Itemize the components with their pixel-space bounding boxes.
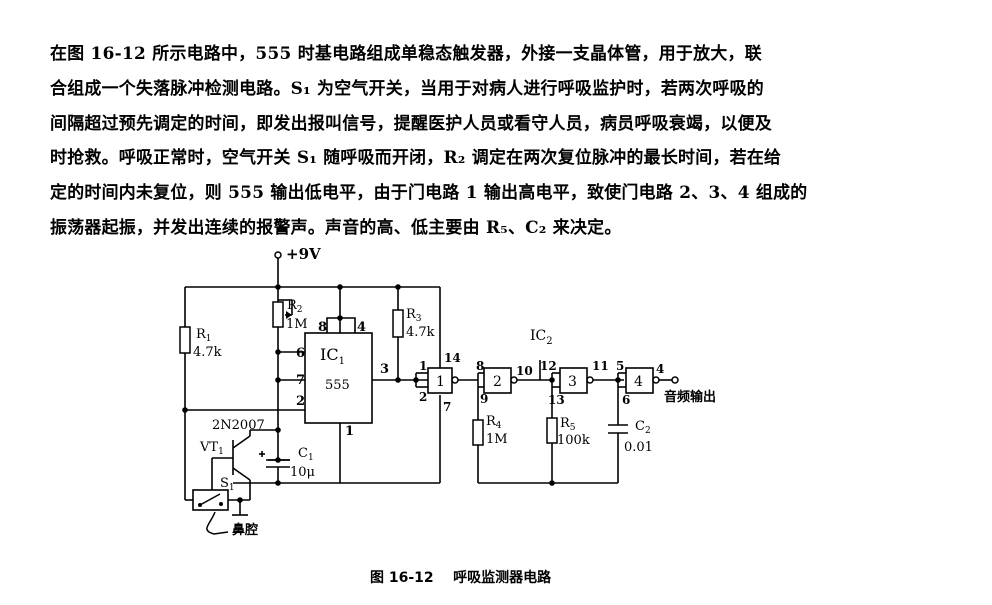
svg-text:6: 6	[622, 393, 630, 407]
supply-label: +9V	[286, 245, 321, 263]
supply-terminal	[274, 251, 282, 259]
ic1-555	[304, 332, 373, 424]
resistor-r4	[472, 419, 484, 446]
component-labels: R1 4.7k R2 1M R3 4.7k R4 1M R5 100k C1 1…	[193, 298, 653, 538]
r3-value: 4.7k	[406, 325, 435, 340]
gate-3-pins: 12 13 11	[540, 359, 609, 407]
gate-1-bubble	[451, 376, 459, 384]
gate-4-pins: 5 6 4	[616, 359, 664, 407]
r5-name: R5	[560, 416, 576, 433]
resistor-r3	[392, 309, 404, 338]
svg-text:14: 14	[444, 351, 461, 365]
gate-1	[427, 367, 453, 394]
svg-text:5: 5	[616, 359, 624, 373]
wires	[182, 258, 672, 516]
svg-text:1: 1	[419, 359, 427, 373]
gate-2-label: 2	[493, 374, 502, 390]
figure-title: 呼吸监测器电路	[453, 570, 552, 586]
paragraph-line: 时抢救。呼吸正常时，空气开关 S₁ 随呼吸而开闭，R₂ 调定在两次复位脉冲的最长…	[50, 147, 782, 168]
transistor-name: VT1	[199, 440, 224, 457]
c2-name: C2	[635, 419, 651, 436]
transistor-model: 2N2007	[212, 418, 265, 433]
svg-text:3: 3	[380, 362, 389, 377]
paragraph-line: 合组成一个失落脉冲检测电路。S₁ 为空气开关，当用于对病人进行呼吸监护时，若两次…	[50, 77, 764, 98]
gate-1-pins: 1 2 7 14	[419, 351, 461, 414]
figure-caption: 图 16-12 呼吸监测器电路	[370, 567, 551, 587]
switch-label: 鼻腔	[232, 522, 258, 538]
c1-name: C1	[298, 446, 314, 463]
output-label: 音频输出	[664, 389, 716, 405]
svg-text:8: 8	[318, 320, 327, 335]
gate-2-pins: 8 9 10	[476, 359, 533, 406]
description-paragraph: 在图 16-12 所示电路中，555 时基电路组成单稳态触发器，外接一支晶体管，…	[50, 36, 895, 245]
output-terminal	[671, 376, 679, 384]
resistor-r1	[179, 326, 191, 354]
gate-4-label: 4	[634, 374, 643, 390]
svg-text:11: 11	[592, 359, 609, 373]
svg-text:7: 7	[443, 400, 451, 414]
r4-name: R4	[486, 414, 502, 431]
svg-text:9: 9	[480, 392, 488, 406]
ic1-name: IC1	[320, 345, 345, 367]
svg-text:2: 2	[296, 394, 305, 409]
capacitor-c1	[259, 451, 290, 468]
svg-text:12: 12	[540, 359, 557, 373]
r3-name: R3	[406, 307, 422, 324]
svg-text:13: 13	[548, 393, 565, 407]
svg-text:1: 1	[345, 424, 354, 439]
svg-text:7: 7	[296, 373, 305, 388]
c2-value: 0.01	[624, 440, 653, 455]
gate-3-label: 3	[568, 374, 577, 390]
gate-4	[625, 367, 654, 394]
potentiometer-r2	[272, 301, 284, 328]
svg-text:2: 2	[419, 390, 427, 404]
ic1-chip: 555	[325, 378, 350, 393]
svg-text:4: 4	[656, 362, 664, 376]
r5-value: 100k	[557, 433, 590, 448]
paragraph-line: 振荡器起振，并发出连续的报警声。声音的高、低主要由 R₅、C₂ 来决定。	[50, 216, 622, 237]
gate-1-label: 1	[436, 374, 445, 390]
paragraph-line: 定的时间内未复位，则 555 输出低电平，由于门电路 1 输出高电平，致使门电路…	[50, 182, 808, 203]
svg-text:10: 10	[516, 364, 533, 378]
gate-3	[559, 367, 588, 394]
paragraph-line: 在图 16-12 所示电路中，555 时基电路组成单稳态触发器，外接一支晶体管，…	[50, 43, 762, 63]
resistor-r5	[546, 417, 558, 444]
svg-text:8: 8	[476, 359, 484, 373]
gate-2-bubble	[510, 376, 518, 384]
paragraph-line: 间隔超过预先调定的时间，即发出报叫信号，提醒医护人员或看守人员，病员呼吸衰竭，以…	[50, 112, 773, 133]
r2-name: R2	[287, 298, 303, 315]
gate-3-bubble	[586, 376, 594, 384]
svg-text:4: 4	[357, 320, 366, 335]
svg-text:6: 6	[296, 346, 305, 361]
ic1-pins: 8 4 6 7 2 3 1	[296, 320, 389, 439]
switch-name: S1	[220, 476, 235, 493]
pot-wiper-arrow	[286, 311, 292, 319]
r4-value: 1M	[486, 432, 508, 447]
figure-number: 图 16-12	[370, 570, 434, 586]
gate-4-bubble	[652, 376, 660, 384]
r1-name: R1	[196, 327, 212, 344]
air-switch-s1	[192, 489, 229, 535]
r1-value: 4.7k	[193, 345, 222, 360]
c1-value: 10μ	[290, 465, 315, 480]
ic2-name: IC2	[530, 328, 553, 347]
r2-value: 1M	[286, 317, 308, 332]
